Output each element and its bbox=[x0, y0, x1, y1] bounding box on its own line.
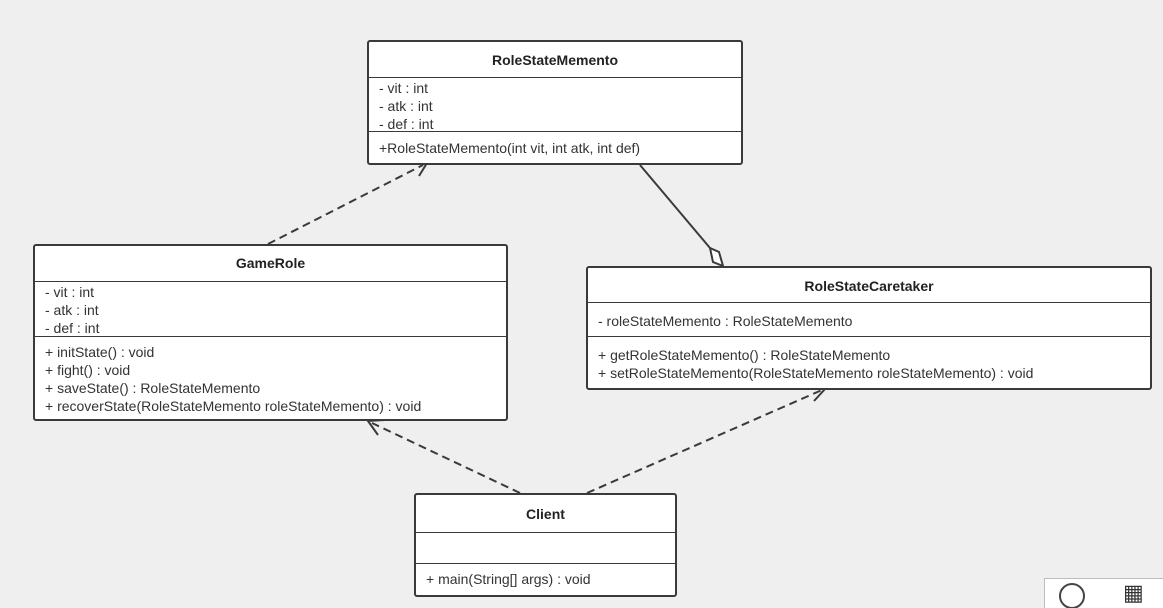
attribute: - atk : int bbox=[379, 98, 433, 114]
class-role-state-caretaker[interactable]: RoleStateCaretaker - roleStateMemento : … bbox=[586, 266, 1152, 390]
attribute: - atk : int bbox=[45, 302, 99, 318]
class-name: GameRole bbox=[35, 246, 506, 282]
operations-section: + initState() : void + fight() : void + … bbox=[35, 337, 506, 417]
operation: + fight() : void bbox=[45, 362, 131, 378]
operations-section: +RoleStateMemento(int vit, int atk, int … bbox=[369, 132, 741, 159]
operation: + getRoleStateMemento() : RoleStateMemen… bbox=[598, 347, 891, 363]
aggregation-caretaker-memento bbox=[639, 164, 711, 249]
aggregation-diamond bbox=[708, 246, 725, 268]
attributes-section: - roleStateMemento : RoleStateMemento bbox=[588, 303, 1150, 337]
class-name: RoleStateMemento bbox=[369, 42, 741, 78]
dial-icon[interactable] bbox=[1059, 583, 1085, 608]
operation: +RoleStateMemento(int vit, int atk, int … bbox=[379, 140, 641, 156]
dependency-client-to-gamerole bbox=[371, 422, 521, 494]
operation: + recoverState(RoleStateMemento roleStat… bbox=[45, 398, 422, 414]
class-name: RoleStateCaretaker bbox=[588, 268, 1150, 303]
class-role-state-memento[interactable]: RoleStateMemento - vit : int - atk : int… bbox=[367, 40, 743, 165]
attribute: - def : int bbox=[379, 116, 434, 132]
operation: + saveState() : RoleStateMemento bbox=[45, 380, 261, 396]
operation: + main(String[] args) : void bbox=[426, 571, 591, 587]
attribute: - vit : int bbox=[379, 80, 429, 96]
class-name: Client bbox=[416, 495, 675, 533]
operation: + setRoleStateMemento(RoleStateMemento r… bbox=[598, 365, 1034, 381]
attribute: - vit : int bbox=[45, 284, 95, 300]
grid-icon[interactable]: ▦ bbox=[1123, 581, 1144, 606]
dependency-client-to-caretaker bbox=[586, 389, 823, 494]
class-game-role[interactable]: GameRole - vit : int - atk : int - def :… bbox=[33, 244, 508, 421]
arrowhead-client-to-gamerole bbox=[366, 419, 386, 436]
class-client[interactable]: Client + main(String[] args) : void bbox=[414, 493, 677, 597]
operation: + initState() : void bbox=[45, 344, 155, 360]
operations-section: + main(String[] args) : void bbox=[416, 564, 675, 590]
dependency-gamerole-to-memento bbox=[267, 164, 424, 245]
attribute: - def : int bbox=[45, 320, 100, 336]
attributes-section: - vit : int - atk : int - def : int bbox=[35, 282, 506, 337]
attributes-section: - vit : int - atk : int - def : int bbox=[369, 78, 741, 132]
attribute: - roleStateMemento : RoleStateMemento bbox=[598, 313, 853, 329]
operations-section: + getRoleStateMemento() : RoleStateMemen… bbox=[588, 337, 1150, 384]
corner-toolbar[interactable]: ▦ bbox=[1044, 578, 1163, 608]
attributes-section bbox=[416, 533, 675, 564]
